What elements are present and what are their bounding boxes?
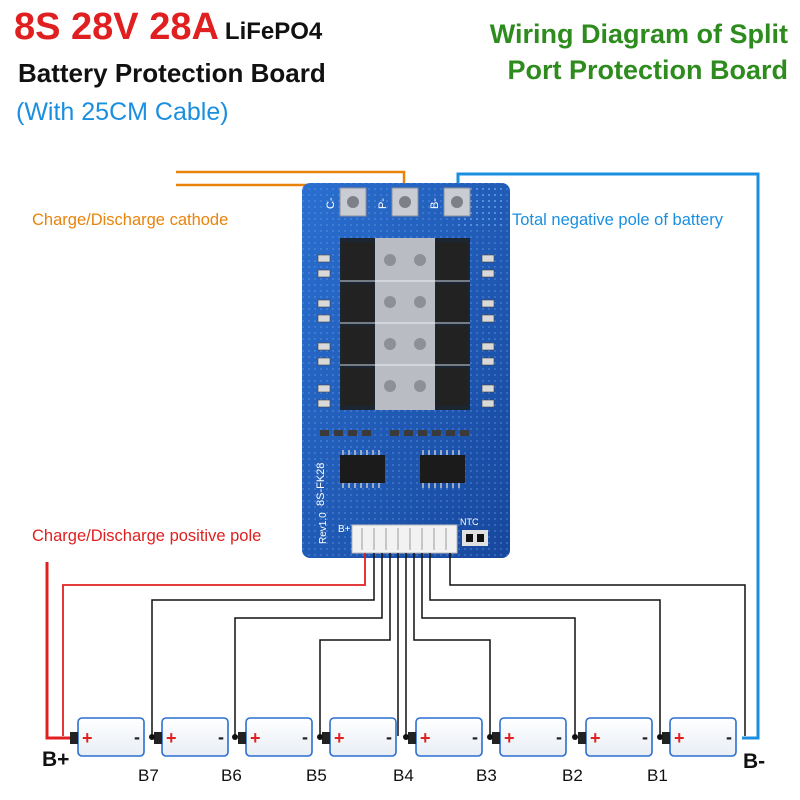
cell-6: + - bbox=[238, 717, 313, 757]
negative-blue-wire bbox=[456, 172, 760, 740]
balance-connector bbox=[351, 524, 458, 554]
bplus-red-wire bbox=[45, 562, 70, 740]
cell-7: + - bbox=[154, 717, 229, 757]
terminal-bminus: B- bbox=[743, 750, 766, 773]
pad-label-b: B- bbox=[429, 198, 441, 209]
cell-1: + - bbox=[662, 717, 737, 757]
pad-label-p: P- bbox=[377, 198, 389, 209]
cell-label-b4: B4 bbox=[393, 766, 414, 785]
wiring-title-line2: Port Protection Board bbox=[507, 55, 788, 85]
svg-text:+: + bbox=[334, 728, 345, 748]
svg-text:+: + bbox=[590, 728, 601, 748]
product-title-main: 8S 28V 28A bbox=[14, 6, 219, 48]
mosfet-array bbox=[340, 238, 470, 410]
cell-label-b6: B6 bbox=[221, 766, 242, 785]
svg-text:+: + bbox=[674, 728, 685, 748]
control-ics bbox=[340, 450, 465, 488]
cell-label-b2: B2 bbox=[562, 766, 583, 785]
svg-text:-: - bbox=[134, 727, 140, 747]
cell-8: + - bbox=[70, 717, 145, 757]
cell-5: + - bbox=[322, 717, 397, 757]
cell-label-b7: B7 bbox=[138, 766, 159, 785]
positive-pole-label: Charge/Discharge positive pole bbox=[32, 527, 262, 545]
svg-text:+: + bbox=[82, 728, 93, 748]
svg-text:+: + bbox=[504, 728, 515, 748]
side-components bbox=[317, 254, 495, 408]
svg-text:-: - bbox=[218, 727, 224, 747]
svg-text:-: - bbox=[726, 727, 732, 747]
svg-text:-: - bbox=[556, 727, 562, 747]
cell-4: + - bbox=[408, 717, 483, 757]
battery-cells: + - + - + - + - + - bbox=[70, 717, 737, 757]
resistor-row bbox=[320, 430, 469, 436]
svg-text:+: + bbox=[420, 728, 431, 748]
terminal-bplus: B+ bbox=[42, 748, 70, 771]
svg-text:-: - bbox=[386, 727, 392, 747]
cathode-label: Charge/Discharge cathode bbox=[32, 211, 229, 229]
silk-bplus: B+ bbox=[338, 524, 351, 535]
silk-ntc: NTC bbox=[460, 517, 479, 527]
product-subtitle: Battery Protection Board bbox=[18, 58, 326, 88]
chemistry-label: LiFePO4 bbox=[224, 18, 323, 45]
cell-label-b3: B3 bbox=[476, 766, 497, 785]
cell-3: + - bbox=[492, 717, 567, 757]
cell-label-b1: B1 bbox=[647, 766, 668, 785]
silk-rev: Rev1.0 bbox=[318, 512, 329, 544]
protection-board: C- P- B- bbox=[302, 183, 510, 558]
wiring-title-line1: Wiring Diagram of Split bbox=[489, 19, 788, 49]
svg-text:-: - bbox=[472, 727, 478, 747]
cable-note: (With 25CM Cable) bbox=[16, 98, 229, 126]
pad-label-c: C- bbox=[325, 197, 337, 209]
silk-model: 8S-FK28 bbox=[315, 463, 327, 506]
svg-text:-: - bbox=[642, 727, 648, 747]
svg-text:+: + bbox=[250, 728, 261, 748]
cell-label-b5: B5 bbox=[306, 766, 327, 785]
negative-pole-label: Total negative pole of battery bbox=[512, 211, 723, 229]
ntc-connector bbox=[462, 530, 488, 546]
svg-text:-: - bbox=[302, 727, 308, 747]
board-pads bbox=[339, 187, 471, 217]
svg-text:+: + bbox=[166, 728, 177, 748]
positive-red-wire bbox=[62, 553, 366, 736]
cell-2: + - bbox=[578, 717, 653, 757]
balance-wires bbox=[151, 553, 746, 736]
junction-dots bbox=[149, 734, 663, 740]
